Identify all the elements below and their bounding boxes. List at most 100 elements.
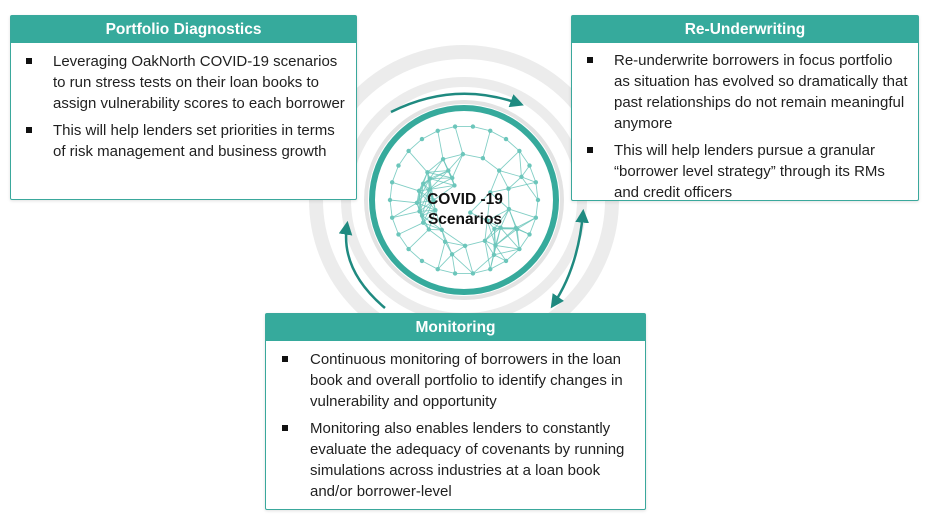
network-node	[452, 124, 458, 129]
list-item: Continuous monitoring of borrowers in th…	[266, 349, 635, 412]
network-link	[421, 260, 438, 270]
network-node	[387, 197, 393, 203]
network-node	[406, 148, 411, 154]
network-link	[421, 209, 436, 217]
network-link	[437, 241, 446, 270]
network-node	[446, 168, 451, 173]
network-link	[490, 130, 507, 140]
network-link	[469, 192, 491, 213]
portfolio-diagnostics-list: Leveraging OakNorth COVID-19 scenarios t…	[11, 43, 356, 162]
network-link	[516, 228, 530, 235]
network-node	[421, 220, 426, 225]
network-link	[472, 254, 495, 274]
network-node	[419, 258, 425, 264]
network-link	[441, 229, 466, 247]
network-node	[514, 226, 520, 232]
list-item-text: Leveraging OakNorth COVID-19 scenarios t…	[53, 53, 345, 112]
network-node	[427, 187, 432, 192]
network-link	[490, 260, 507, 270]
network-node	[506, 186, 511, 191]
network-link	[490, 192, 510, 210]
network-link	[419, 199, 434, 212]
network-link	[392, 181, 420, 192]
network-link	[529, 165, 537, 183]
network-link	[521, 176, 539, 201]
bullet-icon	[282, 356, 288, 362]
network-link	[447, 153, 464, 171]
network-link	[535, 199, 539, 218]
arrow-left	[338, 220, 386, 309]
monitoring-list: Continuous monitoring of borrowers in th…	[266, 341, 645, 502]
network-node	[480, 155, 486, 161]
network-link	[518, 150, 522, 177]
network-link	[484, 220, 488, 241]
network-node	[533, 215, 539, 220]
center-label: COVID -19 Scenarios	[395, 190, 535, 230]
network-node	[527, 232, 532, 237]
bullet-icon	[587, 57, 593, 63]
network-node	[492, 226, 497, 232]
list-item: Re-underwrite borrowers in focus portfol…	[572, 50, 908, 134]
network-link	[472, 126, 491, 132]
list-item: Monitoring also enables lenders to const…	[266, 418, 635, 502]
network-link	[482, 130, 491, 159]
portfolio-diagnostics-title: Portfolio Diagnostics	[11, 16, 356, 43]
network-node	[452, 183, 457, 188]
network-link	[472, 268, 491, 274]
network-link	[470, 212, 488, 222]
network-link	[419, 209, 436, 212]
network-link	[495, 227, 501, 246]
network-node	[498, 225, 503, 230]
network-link	[519, 234, 530, 250]
list-item-text: This will help lenders pursue a granular…	[614, 142, 885, 201]
network-node	[482, 238, 488, 244]
network-node	[414, 200, 420, 206]
network-link	[454, 126, 464, 155]
monitoring-title: Monitoring	[266, 314, 645, 341]
network-link	[500, 227, 520, 250]
network-link	[493, 248, 520, 256]
network-link	[437, 253, 453, 270]
network-link	[493, 254, 507, 262]
network-node	[440, 156, 446, 162]
network-node	[468, 210, 473, 215]
network-node	[416, 188, 422, 194]
center-circle-border	[369, 105, 559, 295]
list-item: This will help lenders pursue a granular…	[572, 140, 908, 203]
network-node	[527, 163, 532, 168]
network-node	[488, 190, 493, 195]
re-underwriting-list: Re-underwrite borrowers in focus portfol…	[572, 43, 918, 203]
bullet-icon	[26, 127, 32, 133]
network-link	[428, 210, 436, 230]
network-link	[451, 253, 474, 274]
network-link	[484, 240, 495, 256]
network-node	[426, 227, 432, 232]
network-node	[533, 180, 539, 185]
list-item-text: Re-underwrite borrowers in focus portfol…	[614, 52, 908, 132]
bullet-icon	[26, 58, 32, 64]
network-link	[521, 176, 537, 183]
network-node	[496, 168, 502, 173]
network-link	[433, 185, 455, 201]
network-node	[435, 266, 440, 272]
network-link	[429, 185, 455, 190]
network-link	[498, 150, 520, 171]
network-link	[451, 254, 456, 274]
network-node	[519, 174, 524, 180]
network-link	[398, 150, 409, 166]
network-node	[439, 227, 445, 233]
network-link	[416, 189, 430, 204]
network-node	[450, 175, 455, 181]
list-item-text: This will help lenders set priorities in…	[53, 122, 335, 160]
network-link	[490, 188, 509, 193]
list-item: Leveraging OakNorth COVID-19 scenarios t…	[11, 51, 346, 114]
network-node	[470, 271, 476, 276]
network-link	[516, 217, 537, 230]
network-link	[429, 158, 444, 179]
network-link	[462, 153, 483, 159]
network-link	[437, 126, 456, 132]
bullet-icon	[282, 425, 288, 431]
network-node	[517, 246, 522, 252]
network-link	[416, 178, 431, 204]
network-link	[429, 177, 453, 190]
